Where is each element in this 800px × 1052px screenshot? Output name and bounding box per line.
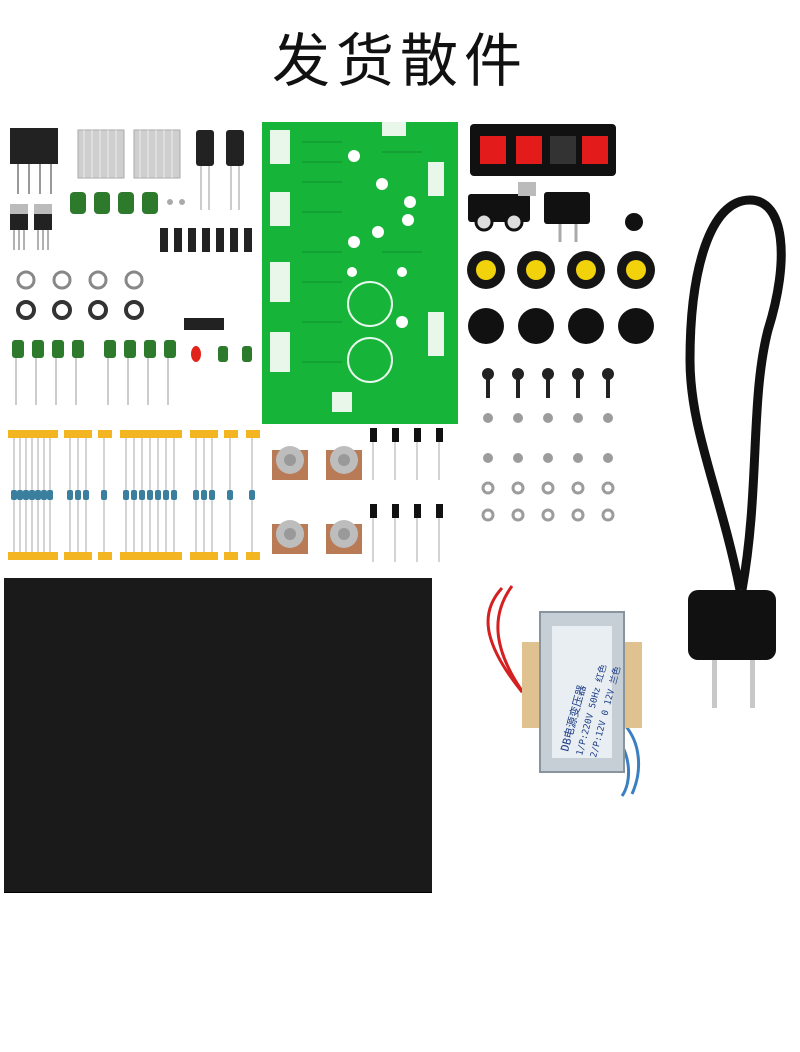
parts-mid-left — [12, 270, 252, 405]
nuts — [16, 270, 144, 290]
potentiometers — [272, 428, 443, 562]
plug-body — [688, 590, 776, 660]
plug-prong-right — [750, 660, 755, 708]
silver-nuts — [481, 481, 615, 522]
film-capacitors-top — [70, 192, 185, 214]
plug-prong-left — [712, 660, 717, 708]
ic-chip — [184, 318, 224, 330]
pcb-board — [262, 122, 458, 424]
yellow-knobs — [467, 251, 655, 289]
black-knob-caps — [468, 308, 654, 344]
heatsinks — [77, 129, 181, 179]
silver-screws — [483, 413, 613, 463]
washers — [16, 300, 144, 320]
resistors-on-tape — [8, 430, 260, 560]
small-knob — [625, 213, 643, 231]
power-cord — [685, 195, 786, 708]
rca-jack — [468, 182, 536, 232]
bridge-rectifier — [10, 128, 58, 194]
voltage-regulators — [10, 204, 52, 250]
black-case-panel — [4, 578, 432, 892]
red-led — [191, 346, 201, 362]
power-switch — [544, 192, 590, 242]
transformer: DB电源变压器 1/P:220V 50Hz 红色 2/P:12V 0 12V 兰… — [486, 585, 642, 797]
black-screws — [482, 368, 614, 398]
speaker-terminal — [470, 124, 616, 176]
film-capacitors-bottom — [12, 340, 252, 362]
parts-top-right — [467, 124, 655, 344]
parts-top-left — [10, 128, 252, 252]
page-title: 发货散件 — [271, 27, 528, 95]
screws-and-nuts — [481, 368, 615, 522]
small-electrolytic-capacitors — [160, 228, 252, 252]
large-electrolytic-capacitors — [196, 130, 244, 210]
